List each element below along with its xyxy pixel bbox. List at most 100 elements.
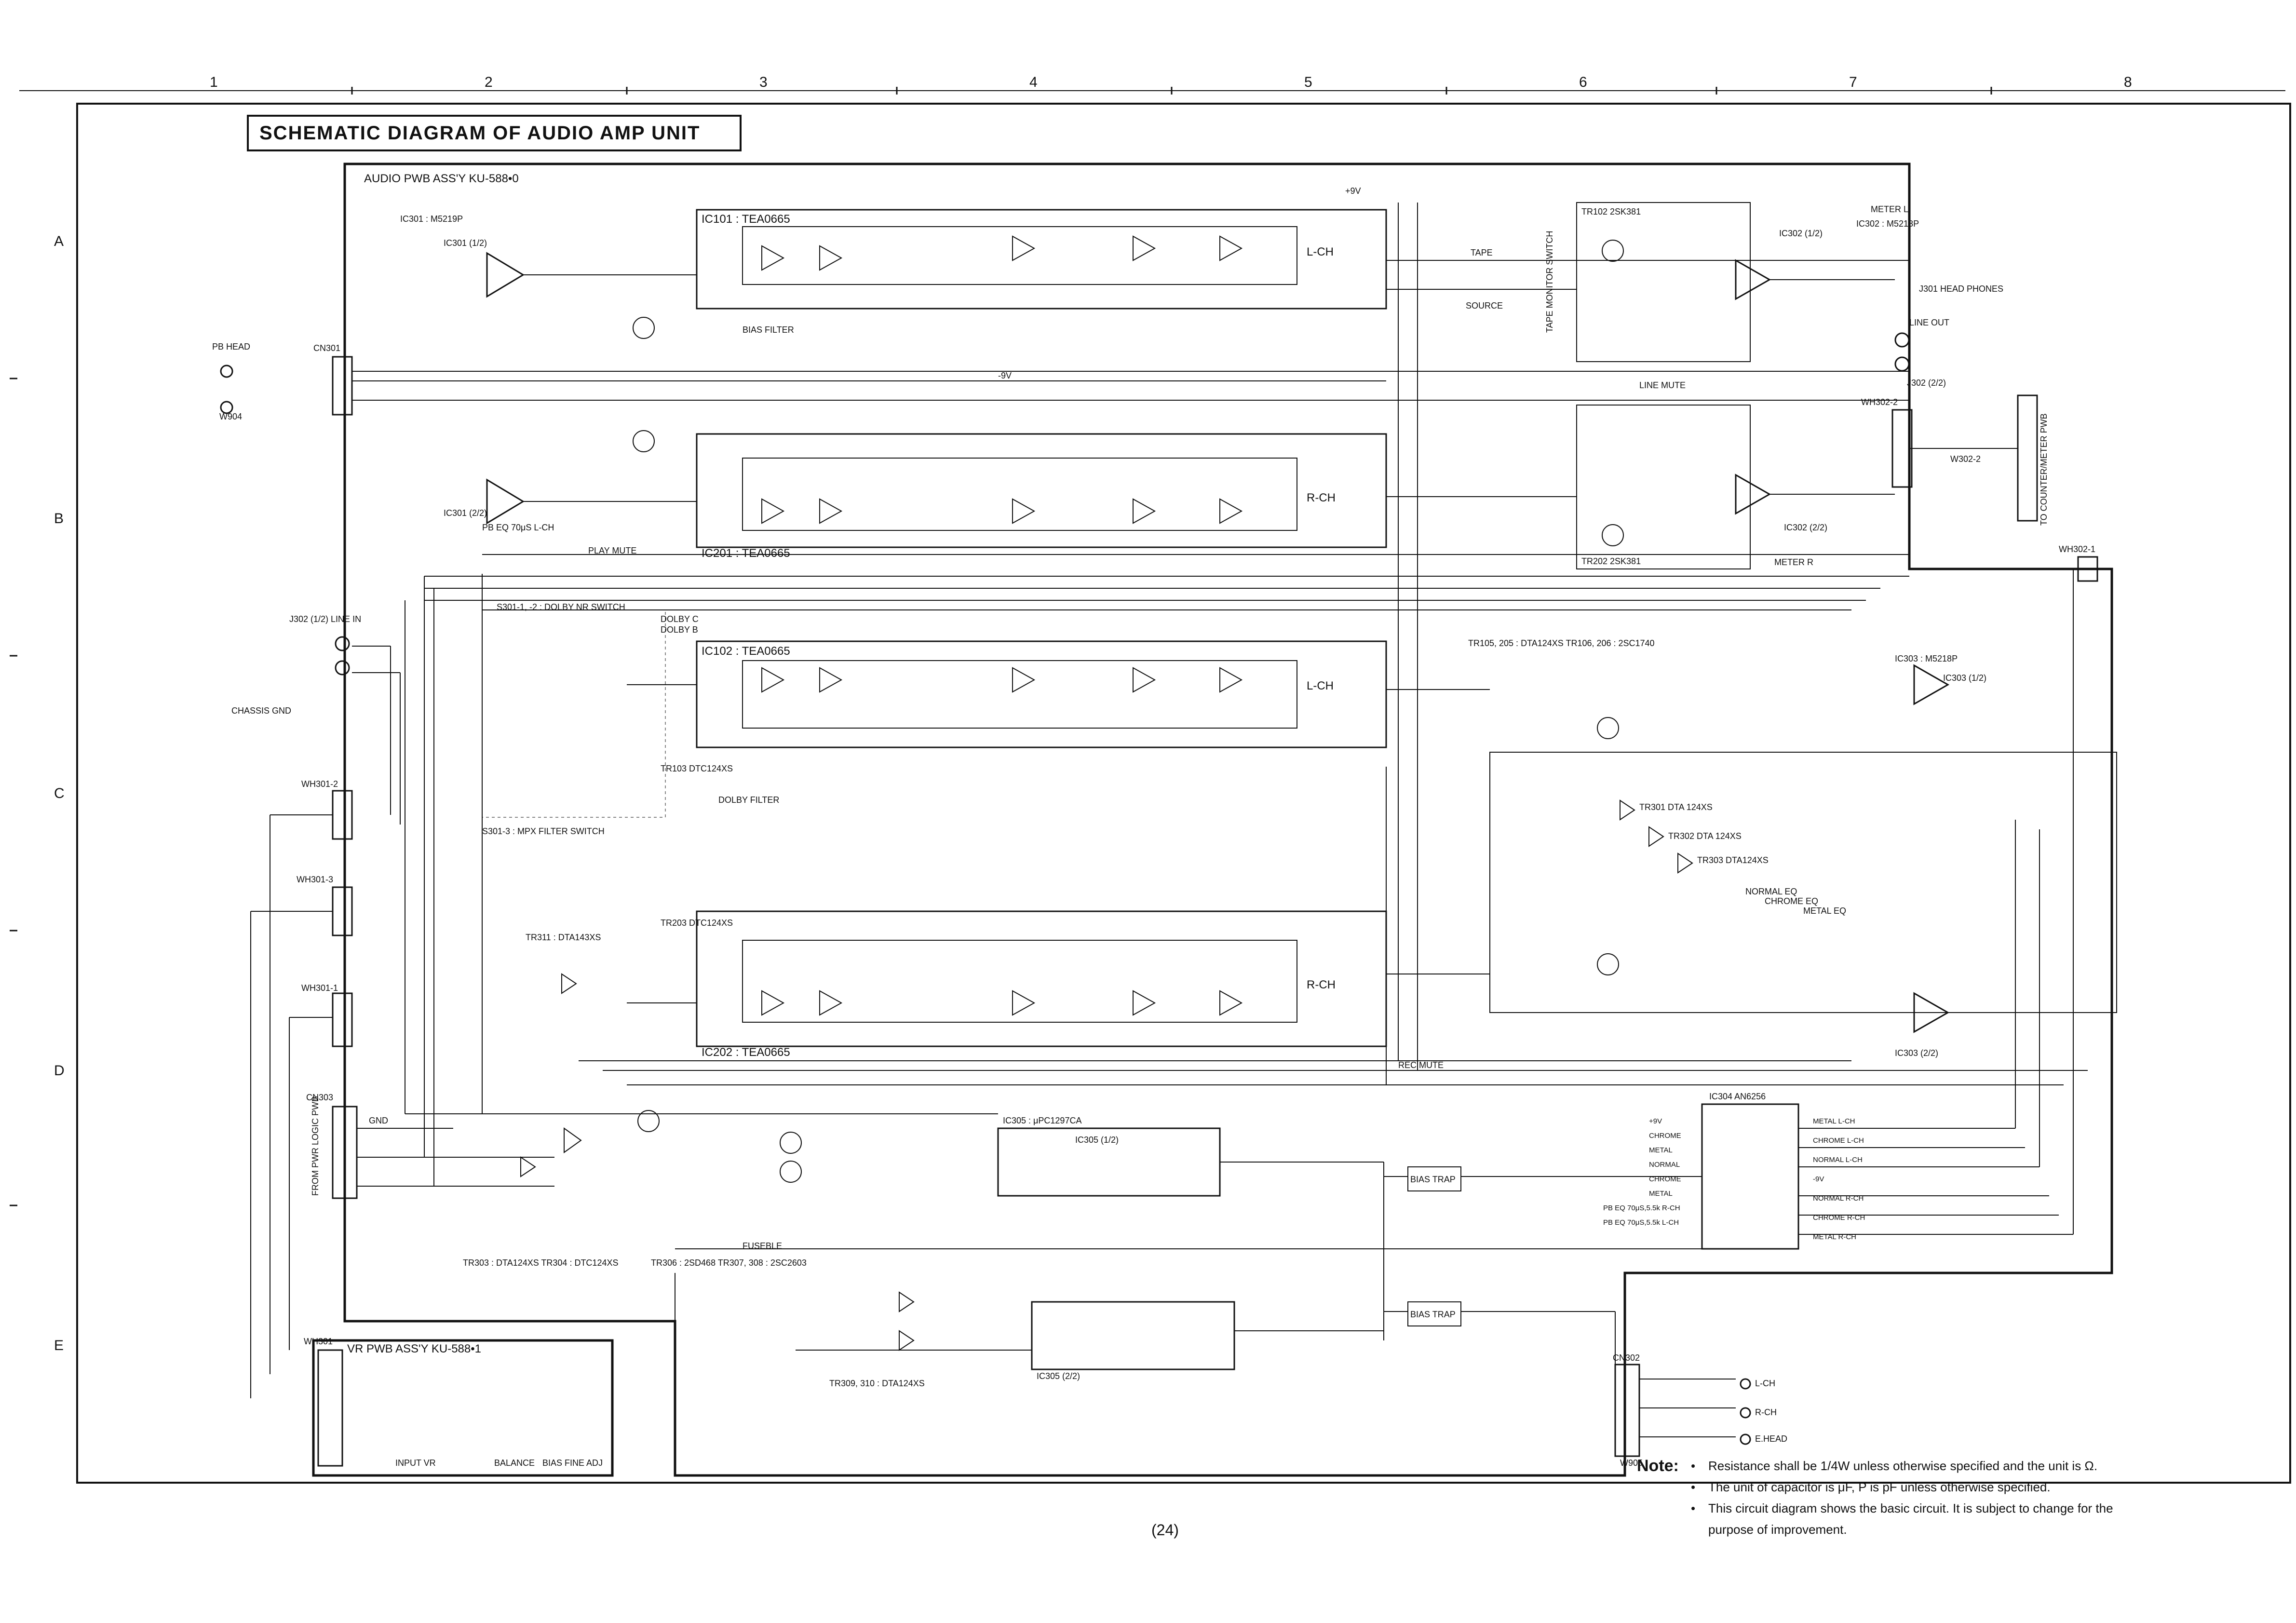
ic304-pin: +9V	[1649, 1117, 1662, 1125]
tr102-box	[1576, 202, 1751, 362]
bias-fine-label: BIAS FINE ADJ	[542, 1458, 603, 1468]
ic101-channel: L-CH	[1307, 245, 1334, 258]
wh302-2-label: WH302-2	[1861, 397, 1898, 407]
line-mute-label: LINE MUTE	[1639, 380, 1686, 390]
row-label: D	[54, 1063, 65, 1079]
dolby-switch-label: S301-1, -2 : DOLBY NR SWITCH	[497, 602, 625, 612]
tr102-symbol	[1602, 240, 1624, 262]
mpx-switch-label: S301-3 : MPX FILTER SWITCH	[482, 826, 605, 836]
row-label: C	[54, 785, 65, 801]
tr101	[633, 317, 655, 339]
cn302-l-ch: L-CH	[1755, 1379, 1775, 1388]
ic301-2-opamp	[486, 478, 525, 525]
bias-trap-l	[1407, 1166, 1461, 1191]
tr307	[780, 1132, 802, 1154]
col-label: 3	[759, 74, 768, 90]
tr106	[1597, 717, 1619, 739]
ic101-label: IC101 : TEA0665	[702, 213, 790, 226]
headphones-label: J301 HEAD PHONES	[1919, 284, 2003, 294]
ic304-out: METAL R-CH	[1813, 1233, 1856, 1241]
tr306	[637, 1110, 660, 1132]
tr305	[564, 1127, 582, 1153]
rec-mute-label: REC MUTE	[1398, 1060, 1444, 1070]
ic303-type: IC303 : M5218P	[1895, 654, 1958, 663]
ic201-channel: R-CH	[1307, 491, 1336, 504]
ic304-out: CHROME R-CH	[1813, 1214, 1865, 1222]
tr303-label: TR303 DTA124XS	[1697, 855, 1769, 865]
tr105-206-label: TR105, 205 : DTA124XS TR106, 206 : 2SC17…	[1468, 638, 1655, 648]
play-mute-label: PLAY MUTE	[588, 546, 636, 555]
bias-trap-l-label: BIAS TRAP	[1410, 1175, 1456, 1184]
ic304-out: CHROME L-CH	[1813, 1136, 1864, 1145]
col-label: 6	[1579, 74, 1587, 90]
tr303-304-label: TR303 : DTA124XS TR304 : DTC124XS	[463, 1258, 618, 1268]
page-frame	[76, 103, 2291, 1484]
diagram-title: SCHEMATIC DIAGRAM OF AUDIO AMP UNIT	[247, 115, 742, 151]
row-label: A	[54, 233, 64, 249]
vr-pwb-outline	[312, 1339, 614, 1477]
tr301-label: TR301 DTA 124XS	[1639, 802, 1713, 812]
cn302	[1614, 1364, 1640, 1457]
cn302-r-ch: R-CH	[1755, 1407, 1777, 1417]
to-counter-label: TO COUNTER/METER PWB	[2039, 413, 2049, 526]
tr203-label: TR203 DTC124XS	[661, 918, 733, 928]
audio-pwb-outline	[343, 162, 2113, 1477]
wh301-2-label: WH301-2	[301, 779, 338, 789]
col-label: 1	[210, 74, 218, 90]
bias-trap-r-label: BIAS TRAP	[1410, 1310, 1456, 1319]
dolby-c-label: DOLBY C	[661, 614, 699, 624]
counter-meter-connector	[2017, 394, 2038, 522]
meter-r-label: METER R	[1774, 557, 1813, 567]
ic304-pin: CHROME	[1649, 1175, 1681, 1183]
col-label: 2	[485, 74, 493, 90]
note-item: This circuit diagram shows the basic cir…	[1691, 1498, 2158, 1540]
tr309	[899, 1291, 915, 1312]
tr311	[561, 973, 577, 994]
tr206	[1597, 953, 1619, 975]
tr306-308-label: TR306 : 2SD468 TR307, 308 : 2SC2603	[651, 1258, 807, 1268]
ic305-2-label: IC305 (2/2)	[1037, 1371, 1080, 1381]
tr310	[899, 1330, 915, 1351]
ic305-1-label: IC305 (1/2)	[1075, 1135, 1119, 1145]
ic202-block	[696, 910, 1387, 1047]
ic102-label: IC102 : TEA0665	[702, 645, 790, 658]
bias-trap-r	[1407, 1301, 1461, 1326]
dolby-switch-region	[482, 609, 666, 818]
ic302-1-opamp	[1735, 259, 1771, 300]
ic304-pin: NORMAL	[1649, 1161, 1680, 1169]
minus9v-label: -9V	[998, 371, 1012, 380]
tr201	[633, 430, 655, 452]
tr103-label: TR103 DTC124XS	[661, 764, 733, 773]
wh302-1	[2077, 556, 2098, 582]
vr-board-label: VR PWB ASS'Y KU-588•1	[347, 1342, 481, 1355]
fusible-label: FUSEBLE	[743, 1241, 782, 1251]
tr202-symbol	[1602, 524, 1624, 546]
tr309-310-label: TR309, 310 : DTA124XS	[829, 1379, 925, 1388]
wh301-1-label: WH301-1	[301, 983, 338, 993]
ic304-pin: METAL	[1649, 1146, 1673, 1154]
ic301-2-label: IC301 (2/2)	[444, 508, 487, 518]
tape-monitor-label: TAPE MONITOR SWITCH	[1545, 231, 1554, 333]
tr308	[780, 1161, 802, 1183]
meter-l-label: METER L	[1871, 204, 1908, 214]
ic304-pin: METAL	[1649, 1190, 1673, 1198]
tr202-label: TR202 2SK381	[1581, 556, 1641, 566]
w905-label: W905	[1620, 1458, 1643, 1468]
board-label: AUDIO PWB ASS'Y KU-588•0	[364, 172, 519, 185]
wh301-3	[332, 886, 353, 936]
ic302-2-opamp	[1735, 473, 1771, 515]
col-label: 7	[1849, 74, 1857, 90]
line-out-jack: J302 (2/2)	[1907, 378, 1946, 388]
dolby-filter-label: DOLBY FILTER	[718, 795, 779, 805]
pb-head-label: PB HEAD	[212, 342, 250, 352]
row-label: B	[54, 511, 64, 527]
ic303-1-label: IC303 (1/2)	[1943, 673, 1986, 683]
ic304-label: IC304 AN6256	[1709, 1092, 1766, 1101]
row-label: E	[54, 1338, 64, 1353]
ic303-2-label: IC303 (2/2)	[1895, 1048, 1938, 1058]
dolby-b-label: DOLBY B	[661, 625, 698, 635]
ic304-pin: CHROME	[1649, 1132, 1681, 1140]
cn302-e-head: E.HEAD	[1755, 1434, 1787, 1444]
tr303-sw	[1677, 852, 1693, 874]
ic304-out: NORMAL L-CH	[1813, 1156, 1863, 1164]
